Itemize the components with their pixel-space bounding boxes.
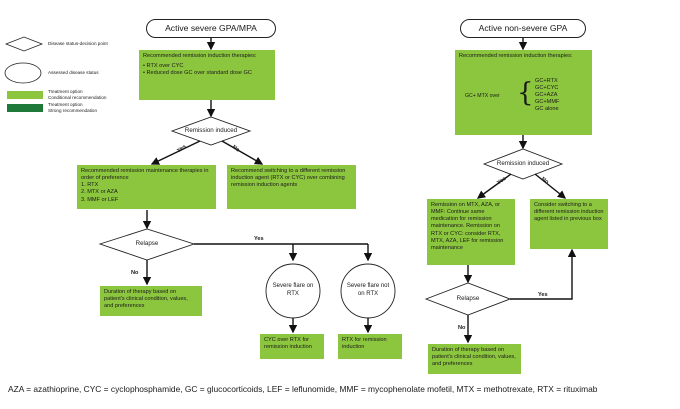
- legend-assessed-label: Assessed disease status: [48, 70, 99, 75]
- left-switch-box: Recommend switching to a different remis…: [227, 165, 356, 209]
- left-induction-box: Recommended remission induction therapie…: [139, 50, 275, 100]
- legend-strong-swatch: [7, 104, 43, 112]
- right-remission-label: Remission induced: [496, 160, 550, 167]
- right-relapse-label: Relapse: [456, 295, 480, 302]
- legend-decision-label: Disease status-decision point: [48, 41, 108, 46]
- left-remission-diamond: [170, 116, 252, 146]
- right-relapse-yes-label: Yes: [538, 292, 548, 298]
- left-relapse-yes-label: Yes: [254, 236, 264, 242]
- left-rtx-box: RTX for remission induction: [338, 334, 402, 359]
- right-brace: {: [517, 78, 534, 108]
- left-title-pill: Active severe GPA/MPA: [146, 19, 276, 38]
- right-options-list: GC+RTX GC+CYC GC+AZA GC+MMF GC alone: [535, 78, 560, 112]
- right-title-pill: Active non-severe GPA: [460, 19, 586, 38]
- left-remission-label: Remission induced: [184, 127, 238, 134]
- legend-ellipse-shape: [4, 62, 42, 84]
- right-duration-box: Duration of therapy based on patient's c…: [428, 344, 521, 374]
- left-cyc-box: CYC over RTX for remission induction: [260, 334, 324, 359]
- legend-strong-label: Treatment option Strong recommendation: [48, 102, 98, 113]
- legend-diamond-shape: [4, 36, 44, 52]
- left-maintenance-box: Recommended remission maintenance therap…: [77, 165, 216, 209]
- left-relapse-label: Relapse: [135, 240, 159, 247]
- legend-conditional-swatch: [7, 91, 43, 99]
- right-switch-box: Consider switching to a different remiss…: [530, 199, 608, 249]
- right-maintenance-box: Remission on MTX, AZA, or MMF: Continue …: [427, 199, 515, 265]
- right-induction-box: Recommended remission induction therapie…: [455, 50, 592, 135]
- left-relapse-no-label: No: [131, 270, 139, 276]
- abbreviations-footer: AZA = azathioprine, CYC = cyclophosphami…: [8, 384, 598, 394]
- left-flare-not-label: Severe flare not on RTX: [346, 283, 390, 297]
- right-relapse-no-label: No: [458, 325, 466, 331]
- right-gc-mtx-label: GC+ MTX over: [465, 93, 500, 99]
- legend-conditional-label: Treatment option Conditional recommendat…: [48, 89, 107, 100]
- left-duration-box: Duration of therapy based on patient's c…: [100, 286, 202, 316]
- left-flare-on-label: Severe flare on RTX: [272, 283, 314, 297]
